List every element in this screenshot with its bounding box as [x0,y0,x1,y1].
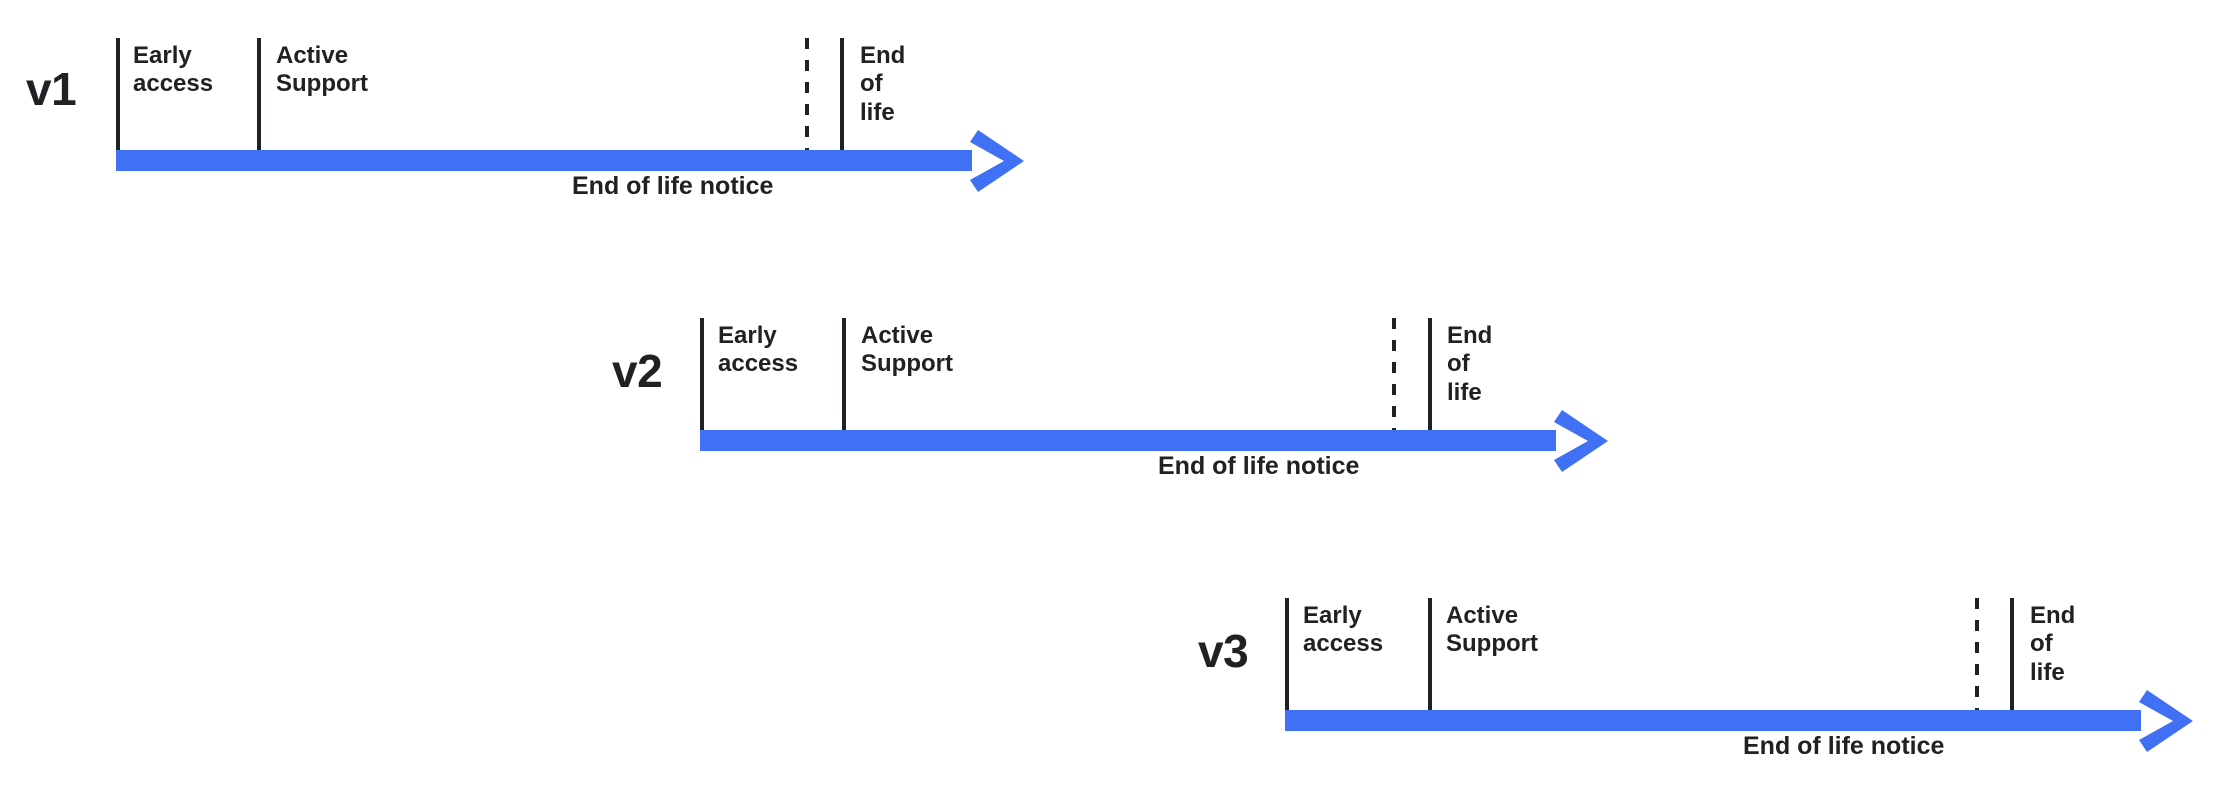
version-label-v2: v2 [612,345,663,397]
phase-label-active-support-v2: Active Support [861,322,953,378]
timeline-track-v1 [116,150,972,171]
phase-divider-v3-1 [1428,598,1432,710]
arrow-right-icon [2139,690,2193,752]
phase-divider-v1-0 [116,38,120,150]
phase-label-active-support-v3: Active Support [1446,602,1538,658]
phase-divider-v2-1 [842,318,846,430]
notice-marker-dashed-v3-2 [1975,598,1979,710]
phase-divider-v2-3 [1428,318,1432,430]
end-of-life-notice-label-v1: End of life notice [572,172,774,200]
arrow-right-icon [970,130,1024,192]
timeline-track-v3 [1285,710,2141,731]
phase-label-early-access-v3: Early access [1303,602,1384,658]
phase-label-early-access-v2: Early access [718,322,799,378]
phase-divider-v3-0 [1285,598,1289,710]
timeline-track-v2 [700,430,1556,451]
phase-label-end-of-life-v1: End of life [860,42,906,126]
phase-label-early-access-v1: Early access [133,42,214,98]
version-label-v1: v1 [26,63,77,115]
phase-divider-v3-3 [2010,598,2014,710]
phase-divider-v1-3 [840,38,844,150]
end-of-life-notice-label-v2: End of life notice [1158,452,1360,480]
end-of-life-notice-label-v3: End of life notice [1743,732,1945,760]
notice-marker-dashed-v1-2 [805,38,809,150]
phase-label-end-of-life-v3: End of life [2030,602,2076,686]
notice-marker-dashed-v2-2 [1392,318,1396,430]
phase-label-end-of-life-v2: End of life [1447,322,1493,406]
phase-divider-v1-1 [257,38,261,150]
version-label-v3: v3 [1198,625,1249,677]
phase-divider-v2-0 [700,318,704,430]
arrow-right-icon [1554,410,1608,472]
phase-label-active-support-v1: Active Support [276,42,368,98]
